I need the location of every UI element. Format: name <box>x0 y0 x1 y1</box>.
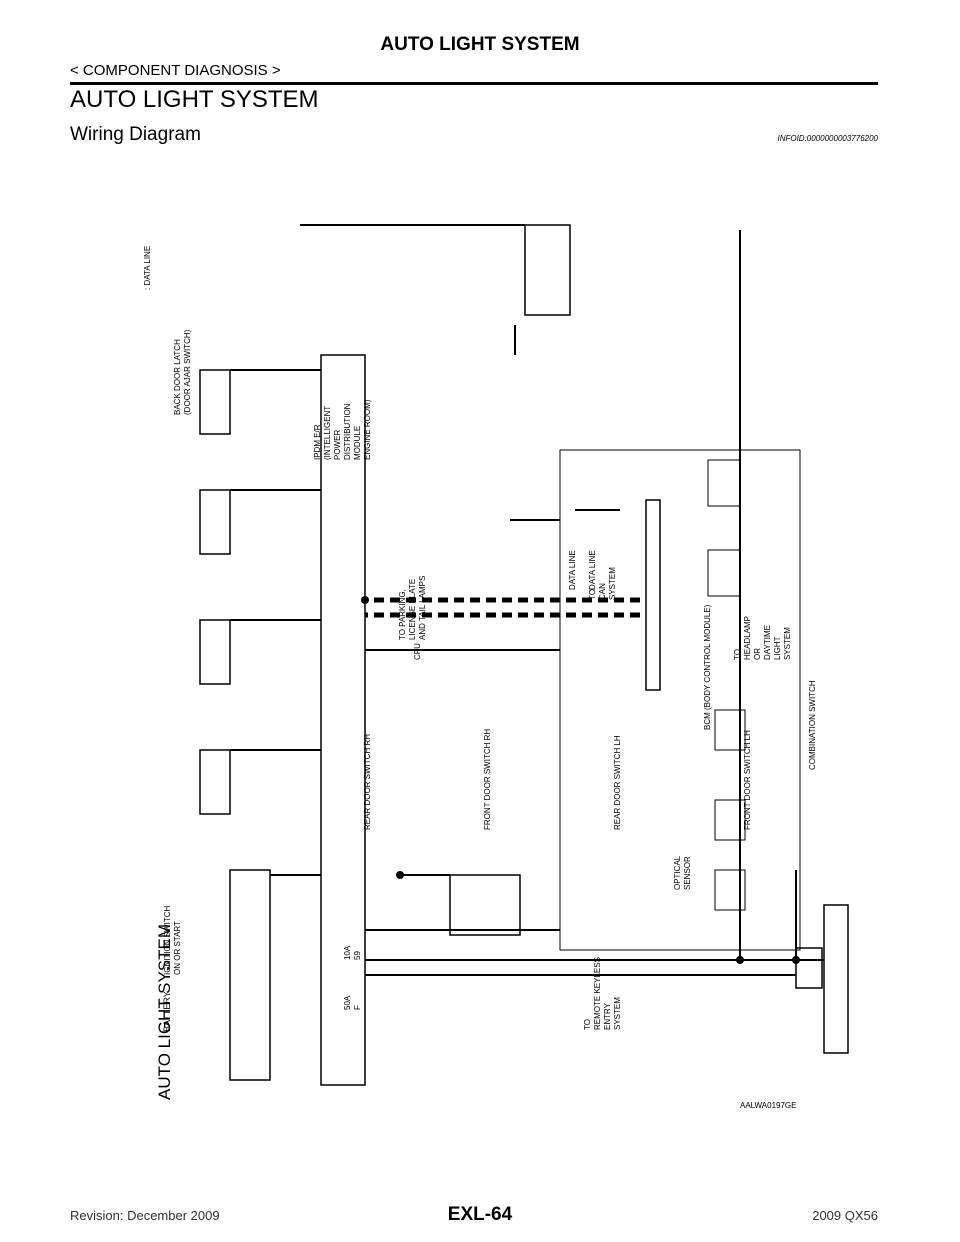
header-rule <box>70 82 878 85</box>
ipdm-label-5: MODULE <box>353 426 362 460</box>
page-header-title: AUTO LIGHT SYSTEM <box>380 34 580 55</box>
front-door-switch-lh-box <box>199 749 231 815</box>
ipdm-box <box>559 449 801 951</box>
to-headlamp-3: OR <box>753 648 762 660</box>
to-rke-4: SYSTEM <box>613 997 622 1030</box>
battery-box <box>823 904 849 1054</box>
combination-switch-box <box>229 869 271 1081</box>
ignition-relay <box>707 549 741 597</box>
headlamp-rh-high-relay <box>714 799 746 841</box>
section-title: AUTO LIGHT SYSTEM <box>70 86 319 113</box>
ign-switch-label-2: ON OR START <box>173 921 182 975</box>
ipdm-label-3: POWER <box>333 430 342 460</box>
to-headlamp-4: DAYTIME <box>763 625 772 660</box>
optical-sensor-box <box>449 874 521 936</box>
rear-door-switch-rh-box <box>199 369 231 435</box>
to-parking-2: LICENSE PLATE <box>408 579 417 640</box>
to-parking-1: TO PARKING, <box>398 589 407 640</box>
to-headlamp-6: SYSTEM <box>783 627 792 660</box>
diagram-heading: AUTO LIGHT SYSTEM <box>155 924 174 1100</box>
to-headlamp-1: TO <box>733 649 742 660</box>
battery-label: BATTERY <box>162 991 172 1032</box>
cpu-label: CPU <box>413 643 422 660</box>
subsection-title: Wiring Diagram <box>70 124 201 145</box>
to-can-1: TO <box>588 589 597 600</box>
bcm-box <box>320 354 366 1086</box>
footer-model: 2009 QX56 <box>812 1208 878 1223</box>
back-door-label-1: BACK DOOR LATCH <box>173 339 182 415</box>
ipdm-label-1: IPDM E/R <box>313 424 322 460</box>
to-rke-2: REMOTE KEYLESS <box>593 957 602 1030</box>
to-can-3: SYSTEM <box>608 567 617 600</box>
front-door-switch-rh-box <box>199 489 231 555</box>
headlamp-lh-high-relay <box>714 869 746 911</box>
front-door-switch-rh-label: FRONT DOOR SWITCH RH <box>483 729 492 830</box>
cpu-box <box>645 499 661 691</box>
splices <box>361 596 800 964</box>
fuse-59: 59 <box>353 951 362 960</box>
back-door-latch-box <box>524 224 571 316</box>
to-rke-3: ENTRY <box>603 1002 612 1030</box>
rear-door-switch-lh-box <box>199 619 231 685</box>
ipdm-label-2: (INTELLIGENT <box>323 406 332 460</box>
rear-door-switch-rh-label: REAR DOOR SWITCH RH <box>363 734 372 830</box>
to-can-2: CAN <box>598 583 607 600</box>
fuse-f: F <box>353 1005 362 1010</box>
wiring <box>230 224 824 976</box>
to-parking-3: AND TAIL LAMPS <box>418 576 427 640</box>
back-door-label-2: (DOOR AJAR SWITCH) <box>183 329 192 415</box>
headlamp-low-relay <box>714 709 746 751</box>
ipdm-label-6: ENGINE ROOM) <box>363 399 372 460</box>
data-line-label-1: DATA LINE <box>568 550 577 590</box>
fuse-50a: 50A <box>343 995 352 1010</box>
data-line-label-2: DATA LINE <box>588 550 597 590</box>
optical-sensor-1: OPTICAL <box>673 855 682 890</box>
info-id: INFOID:0000000003776200 <box>777 134 878 143</box>
data-lines <box>365 597 640 618</box>
fuse-10a: 10A <box>343 945 352 960</box>
footer-page: EXL-64 <box>447 1204 513 1225</box>
wiring-diagram: AUTO LIGHT SYSTEM : DATA LINE BATTERY IG… <box>140 170 860 1105</box>
tail-relay <box>707 459 741 507</box>
wiring-diagram-svg: AUTO LIGHT SYSTEM : DATA LINE BATTERY IG… <box>143 224 849 1100</box>
rear-door-switch-lh-label: REAR DOOR SWITCH LH <box>613 735 622 830</box>
bcm-label: BCM (BODY CONTROL MODULE) <box>703 604 712 730</box>
figure-id: AALWA0197GE <box>740 1101 797 1110</box>
ipdm-label-4: DISTRIBUTION <box>343 403 352 460</box>
optical-sensor-2: SENSOR <box>683 856 692 890</box>
to-headlamp-5: LIGHT <box>773 636 782 660</box>
page-header-subtitle: < COMPONENT DIAGNOSIS > <box>70 62 281 79</box>
combo-switch-label: COMBINATION SWITCH <box>808 680 817 770</box>
front-door-switch-lh-label: FRONT DOOR SWITCH LH <box>743 730 752 830</box>
ignition-switch-box <box>795 947 823 989</box>
legend-data-line: : DATA LINE <box>143 246 152 290</box>
to-rke-1: TO <box>583 1019 592 1030</box>
footer-revision: Revision: December 2009 <box>70 1208 220 1223</box>
to-headlamp-2: HEADLAMP <box>743 616 752 660</box>
ign-switch-label-1: IGNITION SWITCH <box>163 905 172 975</box>
